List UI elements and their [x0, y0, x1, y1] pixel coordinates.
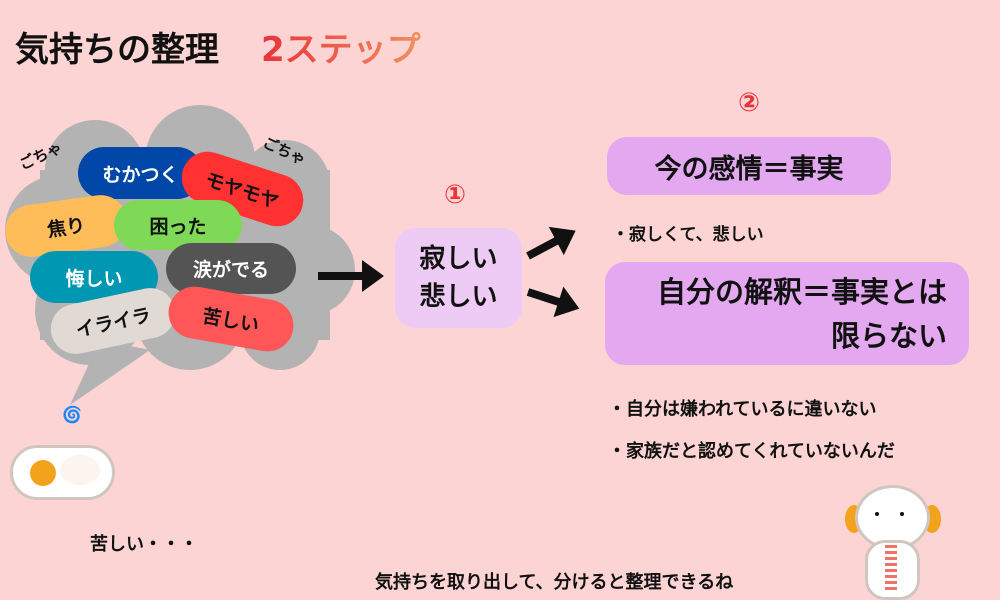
title-main: 気持ちの整理: [15, 30, 219, 70]
step1-feelings-box: 寂しい 悲しい: [395, 228, 522, 328]
step1-line2: 悲しい: [419, 282, 498, 312]
interpretation-box: 自分の解釈＝事実とは 限らない: [605, 262, 969, 365]
dizzy-icon: 🌀: [62, 405, 82, 424]
step2-number: ②: [738, 88, 761, 118]
sheep-lying-illustration: [10, 435, 120, 500]
step1-line1: 寂しい: [419, 244, 498, 274]
title-accent: 2ステップ: [261, 30, 421, 70]
fact-bullet: ・寂しくて、悲しい: [612, 225, 764, 245]
sheep-standing-illustration: [845, 480, 945, 600]
fact-box: 今の感情＝事実: [607, 137, 891, 195]
arrow-up-right-icon: [526, 229, 573, 260]
interp-bullet: ・家族だと認めてくれていないんだ: [608, 441, 895, 462]
emotion-pill-namida: 涙がでる: [166, 243, 296, 294]
emotion-pill-komatta: 困った: [114, 200, 242, 250]
page-title: 気持ちの整理 2ステップ: [15, 22, 421, 71]
step1-number: ①: [444, 180, 467, 210]
emotion-pill-mukatsuku: むかつく: [78, 147, 203, 199]
footer-message: 気持ちを取り出して、分けると整理できるね: [375, 572, 734, 593]
arrow-right-icon: [318, 260, 384, 292]
interp-line2: 限らない: [830, 318, 947, 353]
interp-bullet: ・自分は嫌われているに違いない: [608, 399, 877, 420]
sheep-caption: 苦しい・・・: [90, 534, 198, 555]
interp-line1: 自分の解釈＝事実とは: [656, 274, 947, 309]
arrow-down-right-icon: [526, 288, 575, 311]
